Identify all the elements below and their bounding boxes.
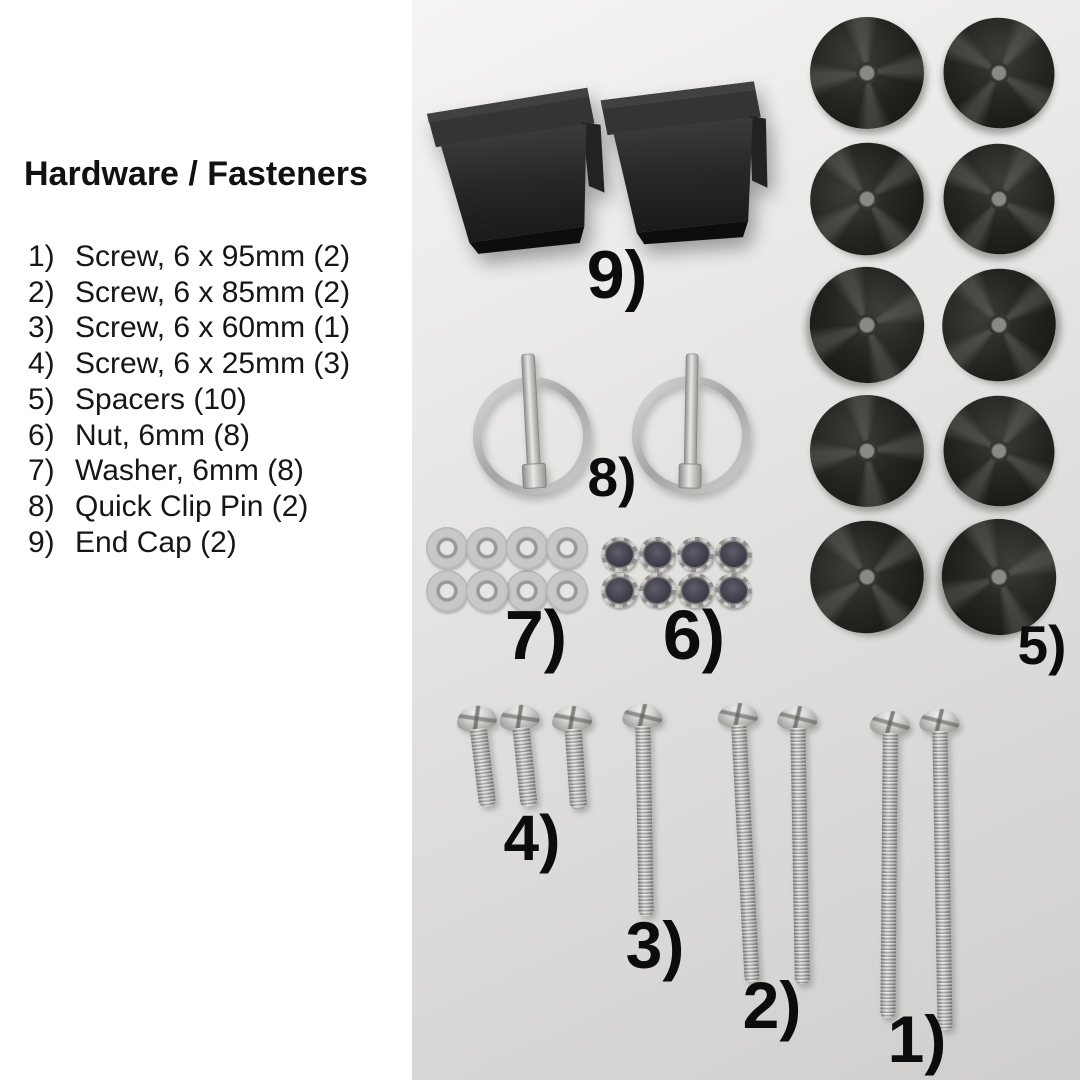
spacer-part [920, 373, 1078, 529]
spacer-part [920, 0, 1078, 151]
screw-shaft [789, 727, 810, 985]
list-item-label: Screw, 6 x 25mm (3) [75, 347, 351, 381]
callout-screws-85mm: 2) [742, 968, 802, 1042]
nut-part [671, 532, 719, 578]
spacer-part [810, 17, 924, 129]
text-panel: Hardware / Fasteners 1) Screw, 6 x 95mm (… [0, 0, 412, 1080]
list-item-label: Screw, 6 x 60mm (1) [75, 311, 351, 345]
list-item: 6) Nut, 6mm (8) [28, 418, 408, 454]
list-item-label: Screw, 6 x 95mm (2) [75, 240, 351, 273]
list-item: 9) End Cap (2) [28, 525, 408, 561]
spacer-part [810, 395, 924, 507]
screw-shaft [469, 727, 496, 808]
screw-60mm-part [622, 703, 666, 917]
list-item-label: Spacers (10) [75, 382, 247, 416]
spacer-part [920, 121, 1078, 277]
callout-end-caps: 9) [586, 237, 648, 313]
screw-shaft [634, 725, 654, 917]
parts-photo: 9) 8) 7) 6) 5) [412, 0, 1080, 1080]
spacer-part [921, 248, 1077, 402]
screw-head [622, 703, 663, 729]
screw-25mm-part [551, 704, 598, 811]
screw-shaft [931, 730, 953, 1031]
list-item-label: Washer, 6mm (8) [75, 454, 304, 488]
spacer-part [789, 500, 945, 654]
list-item: 5) Spacers (10) [28, 382, 408, 418]
screw-head [777, 705, 818, 731]
callout-screws-95mm: 1) [887, 1002, 947, 1076]
list-item-number: 3) [28, 311, 55, 345]
spacers-group [789, 0, 1078, 654]
list-item-number: 2) [28, 275, 55, 309]
list-item: 8) Quick Clip Pin (2) [28, 489, 408, 525]
callout-spacers: 5) [1017, 614, 1067, 676]
nut-part [676, 572, 714, 608]
callout-quick-clip-pins: 8) [587, 446, 637, 508]
nuts-group [600, 531, 757, 614]
washer-part [506, 569, 548, 612]
list-item-number: 4) [28, 347, 55, 381]
callout-screws-25mm: 4) [503, 802, 561, 874]
end-cap-part [600, 81, 768, 245]
list-item-number: 7) [28, 454, 55, 488]
list-item-number: 9) [28, 525, 55, 559]
quick-clip-pin-part [473, 353, 591, 495]
callout-washers: 7) [504, 596, 568, 674]
screw-95mm-part [919, 708, 965, 1031]
parts-list: 1) Screw, 6 x 95mm (2) 2) Screw, 6 x 85mm (… [28, 239, 408, 560]
list-item: 2) Screw, 6 x 85mm (2) [28, 275, 408, 311]
list-item-number: 5) [28, 382, 55, 416]
list-item-label: End Cap (2) [75, 525, 237, 559]
spacer-part [789, 122, 945, 276]
nut-part [633, 531, 681, 578]
screw-85mm-part [717, 701, 772, 984]
screw-shaft [879, 732, 898, 1019]
washer-part [426, 569, 468, 612]
screw-shaft [730, 724, 760, 984]
end-cap-part [426, 87, 605, 254]
washers-group [426, 519, 595, 619]
page-title: Hardware / Fasteners [24, 155, 368, 193]
callout-screws-60mm: 3) [625, 908, 685, 982]
screw-shaft [564, 728, 587, 810]
nut-part [600, 572, 638, 608]
list-item-number: 6) [28, 418, 55, 452]
nut-part [709, 531, 757, 578]
screw-head [919, 708, 960, 734]
list-item-label: Nut, 6mm (8) [75, 418, 251, 452]
callout-nuts: 6) [662, 596, 726, 674]
quick-clip-pin-part [632, 353, 750, 494]
list-item-number: 1) [28, 240, 55, 273]
screw-head [869, 710, 910, 736]
screw-95mm-part [867, 710, 910, 1019]
list-item: 4) Screw, 6 x 25mm (3) [28, 346, 408, 382]
nut-part [600, 537, 638, 573]
washer-part [539, 519, 595, 576]
screw-85mm-part [777, 705, 822, 985]
list-item-label: Quick Clip Pin (2) [75, 489, 309, 523]
list-item-number: 8) [28, 489, 55, 523]
spacer-part [796, 254, 938, 396]
list-item: 1) Screw, 6 x 95mm (2) [28, 239, 408, 275]
screw-shaft [511, 726, 538, 808]
list-item: 7) Washer, 6mm (8) [28, 453, 408, 489]
washer-part [426, 526, 468, 569]
list-item: 3) Screw, 6 x 60mm (1) [28, 310, 408, 346]
list-item-label: Screw, 6 x 85mm (2) [75, 275, 351, 309]
